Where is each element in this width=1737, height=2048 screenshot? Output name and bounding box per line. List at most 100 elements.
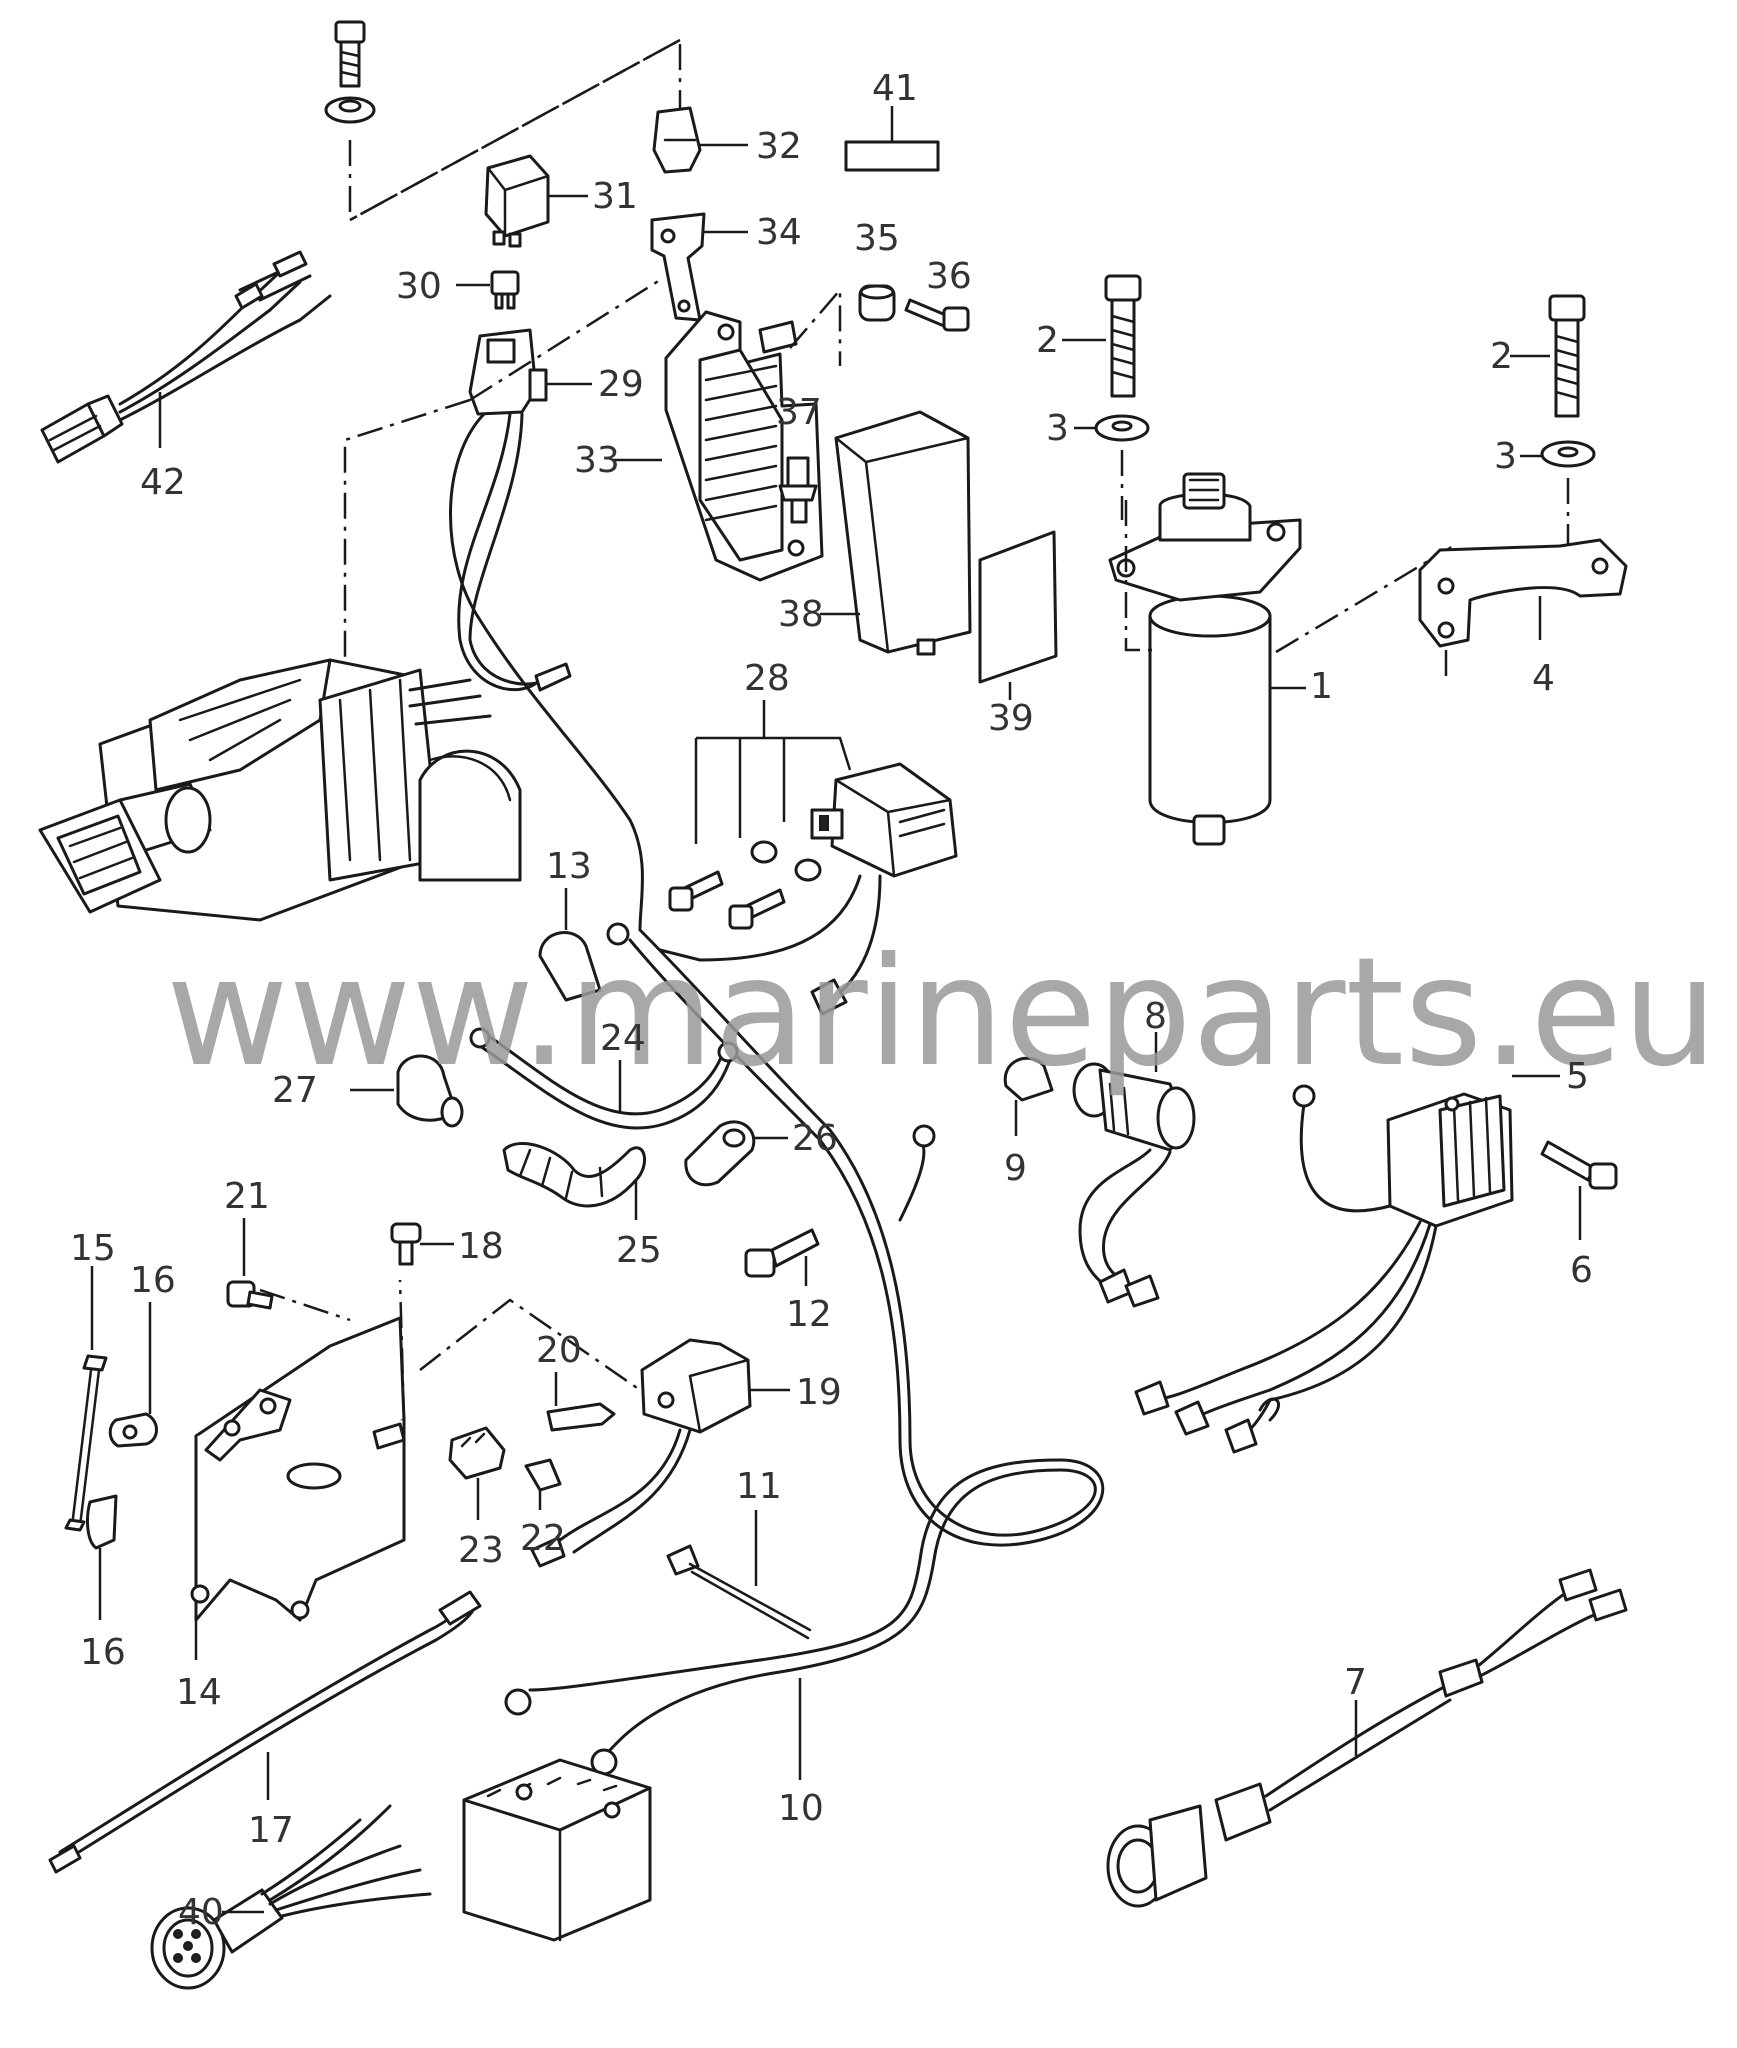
part-17-lead [48,1590,482,1874]
part-12-screw [744,1228,820,1278]
callout-1: 1 [1310,666,1333,707]
callout-29: 29 [598,364,644,405]
callout-19: 19 [796,1372,842,1413]
callout-11: 11 [736,1466,782,1507]
part-11-cable-tie [666,1544,812,1640]
callout-2-right: 2 [1490,336,1513,377]
callout-28: 28 [744,658,790,699]
bolt-and-nut [324,20,376,124]
part-32-clip [652,106,702,174]
part-23-connector [448,1426,506,1480]
part-31-relay [484,154,550,248]
part-16-clip-top [108,1412,158,1448]
callout-14: 14 [176,1672,222,1713]
part-28-bolts [668,840,822,930]
callout-15: 15 [70,1228,116,1269]
callout-23: 23 [458,1530,504,1571]
callout-labels: 1 2 2 3 3 4 5 6 7 8 9 10 11 12 13 14 15 … [70,68,1593,1933]
part-37-sender [778,456,818,524]
callout-42: 42 [140,462,186,503]
callout-30: 30 [396,266,442,307]
callout-38: 38 [778,594,824,635]
part-5-regulator [1386,1092,1514,1228]
callout-34: 34 [756,212,802,253]
part-19-holder [640,1338,752,1434]
part-27-boot [396,1054,464,1128]
part-13-cap [538,931,602,1002]
callout-35: 35 [854,218,900,259]
part-8-key-switch [1072,1062,1196,1152]
part-2-bolt-left [1104,274,1142,398]
part-3-washer-right [1540,440,1596,468]
part-39-gasket [978,530,1058,684]
callout-22: 22 [520,1518,566,1559]
callout-10: 10 [778,1788,824,1829]
callout-5: 5 [1566,1056,1589,1097]
part-30-fuse [490,270,520,310]
part-34-bracket [650,212,706,322]
watermark-text: www.marineparts.eu [166,926,1718,1100]
part-28-ignition-coil [810,762,958,878]
callout-7: 7 [1344,1662,1367,1703]
part-3-washer-left [1094,414,1150,442]
callout-25: 25 [616,1230,662,1271]
part-42-harness [40,250,332,464]
callout-27: 27 [272,1070,318,1111]
part-36-screw [904,298,970,332]
ring-terminal-top [606,922,630,946]
callout-26: 26 [792,1118,838,1159]
part-24-cable [469,1027,739,1130]
callout-12: 12 [786,1294,832,1335]
part-21-screw [226,1280,274,1310]
part-1-starter-motor [1108,472,1302,846]
part-4-bracket [1418,538,1628,648]
part-18-screw [390,1222,422,1266]
callout-13: 13 [546,846,592,887]
callout-31: 31 [592,176,638,217]
callout-6: 6 [1570,1250,1593,1291]
callout-20: 20 [536,1330,582,1371]
part-26-terminal-cover [684,1120,756,1187]
part-20-cartridge [546,1402,616,1432]
callout-37: 37 [776,392,822,433]
callout-3-left: 3 [1046,408,1069,449]
part-6-screw [1540,1140,1618,1190]
steering-handle-assembly [38,658,522,922]
ring-terminal-battery-1 [504,1688,532,1716]
part-7-harness [1106,1568,1628,1908]
callout-41: 41 [872,68,918,109]
callout-17: 17 [248,1810,294,1851]
callout-2-left: 2 [1036,320,1059,361]
part-38-cdi-unit [834,410,972,656]
part-14-bracket-plate [190,1316,406,1622]
callout-18: 18 [458,1226,504,1267]
callout-33: 33 [574,440,620,481]
part-41-label [844,140,940,172]
callout-16-bottom: 16 [80,1632,126,1673]
part-15-rod [64,1354,108,1532]
callout-3-right: 3 [1494,436,1517,477]
callout-32: 32 [756,126,802,167]
part-40-harness [150,1804,432,1990]
callout-4: 4 [1532,658,1555,699]
callout-21: 21 [224,1176,270,1217]
part-33-rectifier [664,310,824,582]
part-9-nut [1003,1056,1054,1102]
part-29-connector [468,328,548,416]
callout-39: 39 [988,698,1034,739]
part-35-cap [858,284,896,322]
wire-terminal [534,662,572,692]
callout-36: 36 [926,256,972,297]
callout-40: 40 [178,1892,224,1933]
callout-16-top: 16 [130,1260,176,1301]
callout-24: 24 [600,1018,646,1059]
part-22-pin [524,1458,562,1492]
callout-9: 9 [1004,1148,1027,1189]
callout-8: 8 [1144,996,1167,1037]
part-2-bolt-right [1548,294,1586,418]
ring-terminal [912,1124,936,1148]
battery [462,1758,652,1942]
part-25-boot [502,1141,647,1208]
part-16-clip-bottom [86,1494,118,1550]
